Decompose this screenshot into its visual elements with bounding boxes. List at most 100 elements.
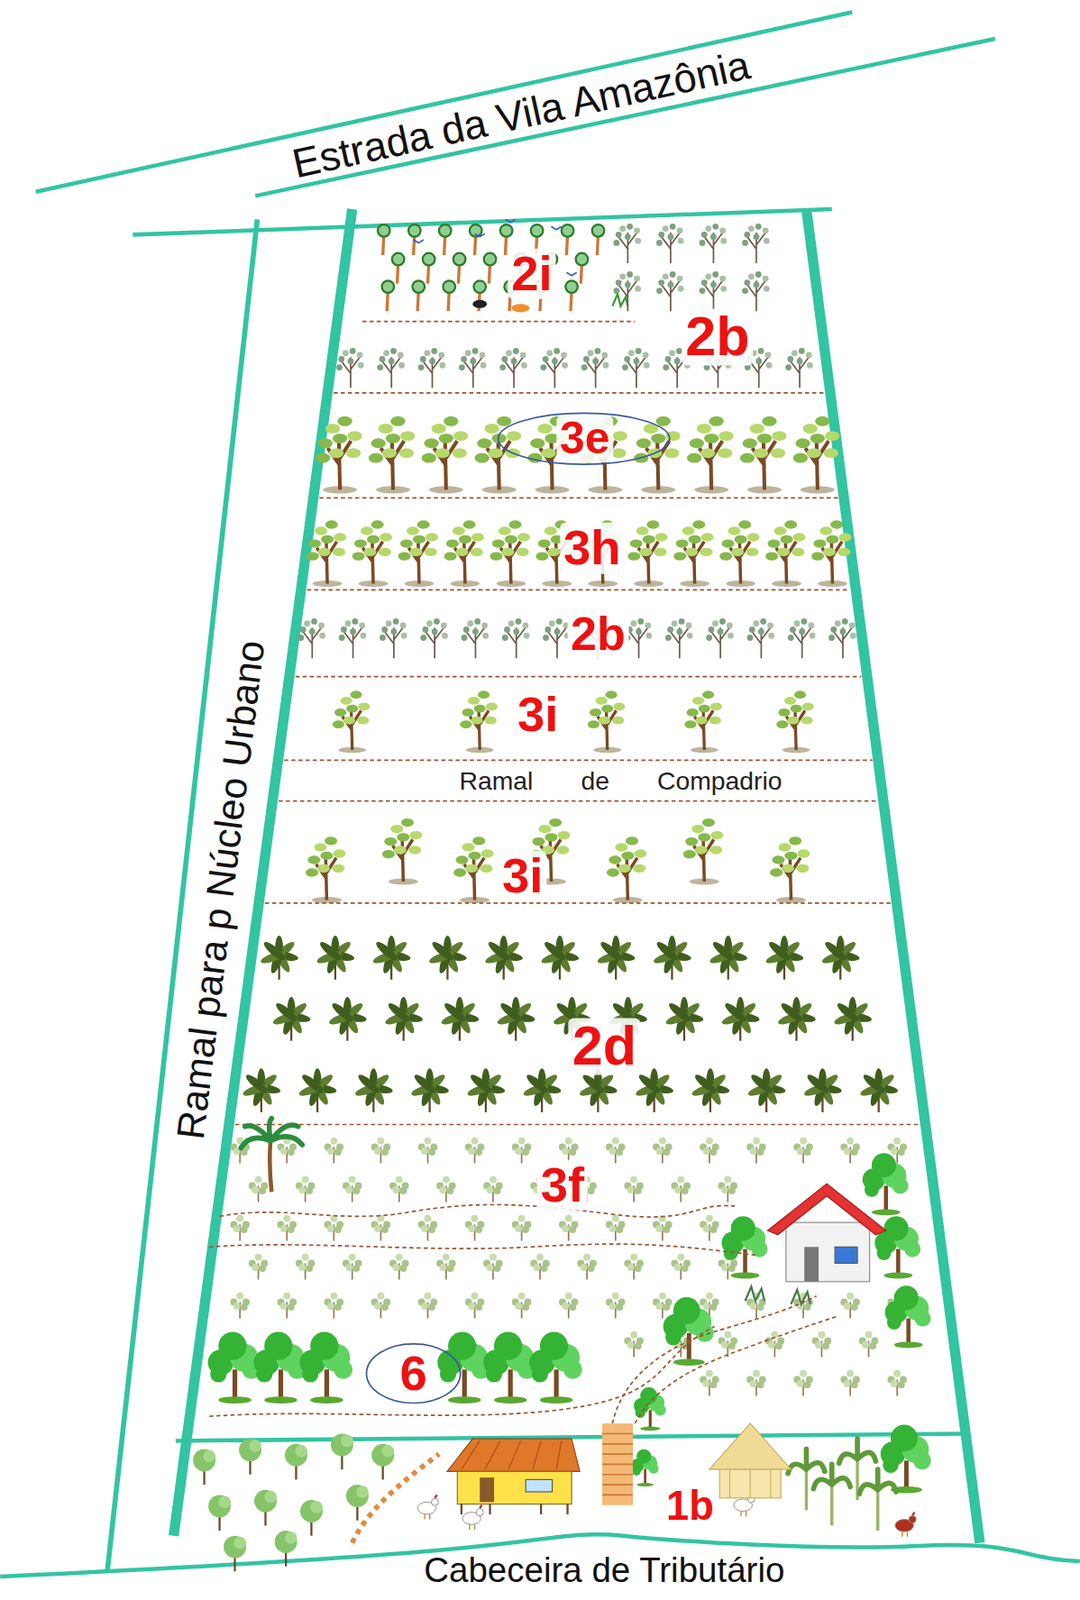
tree-leaf — [583, 1253, 591, 1262]
tree-leaf — [709, 1148, 717, 1156]
young-tree-icon — [371, 1137, 392, 1164]
tree-leaf — [409, 831, 422, 840]
tree-leaf — [470, 548, 484, 557]
tree-leaf — [337, 416, 352, 427]
seedling-stem — [383, 234, 385, 256]
grass — [883, 1272, 913, 1280]
fruit-tree-icon — [254, 1332, 308, 1404]
tree-leaf — [439, 433, 454, 444]
shrub-leaf — [603, 362, 610, 369]
tree-leaf — [750, 1147, 758, 1155]
cassava-icon — [484, 935, 524, 980]
tree-leaf — [496, 416, 512, 427]
shrub-leaf — [667, 626, 674, 633]
shrub-leaf — [752, 620, 760, 627]
tree-trunk — [694, 839, 714, 882]
tree-leaf — [814, 416, 830, 427]
tree-icon — [330, 1433, 354, 1470]
shrub-leaf — [338, 356, 345, 363]
tree-leaf — [409, 548, 422, 557]
shrub-stem — [661, 280, 680, 312]
tree-leaf — [458, 535, 472, 544]
tree-leaf — [742, 438, 758, 449]
tree-leaf — [421, 453, 437, 464]
tree-leaf — [613, 430, 628, 441]
seedling-stem — [580, 263, 582, 284]
tree-leaf — [421, 1302, 429, 1310]
seedling-crown — [422, 253, 436, 266]
shrub-leaf — [505, 349, 513, 357]
plant-leaf — [710, 939, 736, 963]
shrub-leaf — [342, 349, 349, 357]
tree-leaf — [636, 526, 650, 535]
shrub-leaf — [669, 271, 677, 278]
tree-leaf — [728, 526, 742, 535]
shrub-leaf — [433, 618, 440, 625]
tree-leaf — [791, 548, 805, 557]
tree-icon — [223, 1536, 247, 1573]
tree-leaf — [514, 1302, 522, 1310]
tree-leaf — [514, 1147, 522, 1155]
chicken-icon — [462, 1505, 484, 1530]
tree-leaf — [662, 1303, 670, 1311]
tree-leaf — [777, 708, 790, 717]
tree-leaf — [476, 438, 492, 449]
tree-trunk — [316, 858, 337, 901]
tree-leaf — [718, 430, 733, 441]
tree-leaf — [893, 1137, 901, 1145]
shrub-leaf — [613, 239, 621, 247]
tree-leaf — [417, 520, 431, 529]
tree-canopy — [371, 1444, 394, 1467]
shrub-leaf — [474, 618, 481, 625]
young-tree-icon — [793, 1137, 814, 1164]
tree-leaf — [352, 1264, 360, 1273]
tree-canopy — [382, 1445, 395, 1458]
tree-leaf — [568, 1303, 577, 1311]
shrub-leaf — [785, 364, 792, 371]
tree-leaf — [485, 703, 498, 712]
shrub-leaf — [479, 352, 486, 359]
shrub-stem — [629, 627, 648, 659]
house-icon — [447, 1438, 580, 1515]
tree-leaf — [627, 551, 641, 560]
young-tree-icon — [418, 1292, 439, 1319]
cassava-icon — [634, 1068, 675, 1113]
tree-leaf — [804, 1148, 812, 1156]
tree-leaf — [627, 1186, 635, 1194]
tree-leaf — [561, 1147, 569, 1155]
young-tree-icon — [605, 1215, 626, 1242]
banana-stem — [805, 1469, 808, 1511]
shrub-leaf — [741, 287, 749, 294]
shrub-stem — [507, 627, 526, 659]
tree-leaf — [709, 845, 723, 854]
tree-leaf — [423, 438, 439, 449]
tree-leaf — [298, 1186, 306, 1194]
tree-leaf — [318, 438, 333, 449]
tree-leaf — [630, 1331, 638, 1339]
tree-leaf — [258, 1187, 266, 1195]
tree-leaf — [655, 1225, 663, 1233]
shrub-leaf — [624, 233, 632, 240]
tree-leaf — [893, 1370, 901, 1378]
door — [479, 1477, 495, 1502]
tree-trunk — [486, 440, 511, 490]
tree-leaf — [381, 1303, 389, 1311]
chicken-head — [475, 1509, 484, 1517]
shrub-leaf — [840, 628, 847, 635]
animal-icon — [472, 300, 487, 309]
cassava-icon — [859, 1068, 899, 1113]
tree-leaf — [501, 548, 514, 557]
tree-leaf — [399, 1187, 407, 1195]
band-separator — [307, 588, 851, 591]
tree-leaf — [332, 433, 348, 444]
shrub-leaf — [712, 620, 719, 627]
cassava-icon — [803, 1068, 843, 1113]
shrub-leaf — [669, 223, 677, 230]
plant-leaf — [723, 1000, 749, 1025]
tree-leaf — [531, 837, 545, 846]
tree-leaf — [398, 551, 412, 560]
tree-trunk — [433, 440, 458, 490]
tree-leaf — [521, 1148, 530, 1156]
tree-leaf — [768, 1341, 776, 1349]
young-tree-icon — [436, 1253, 457, 1281]
